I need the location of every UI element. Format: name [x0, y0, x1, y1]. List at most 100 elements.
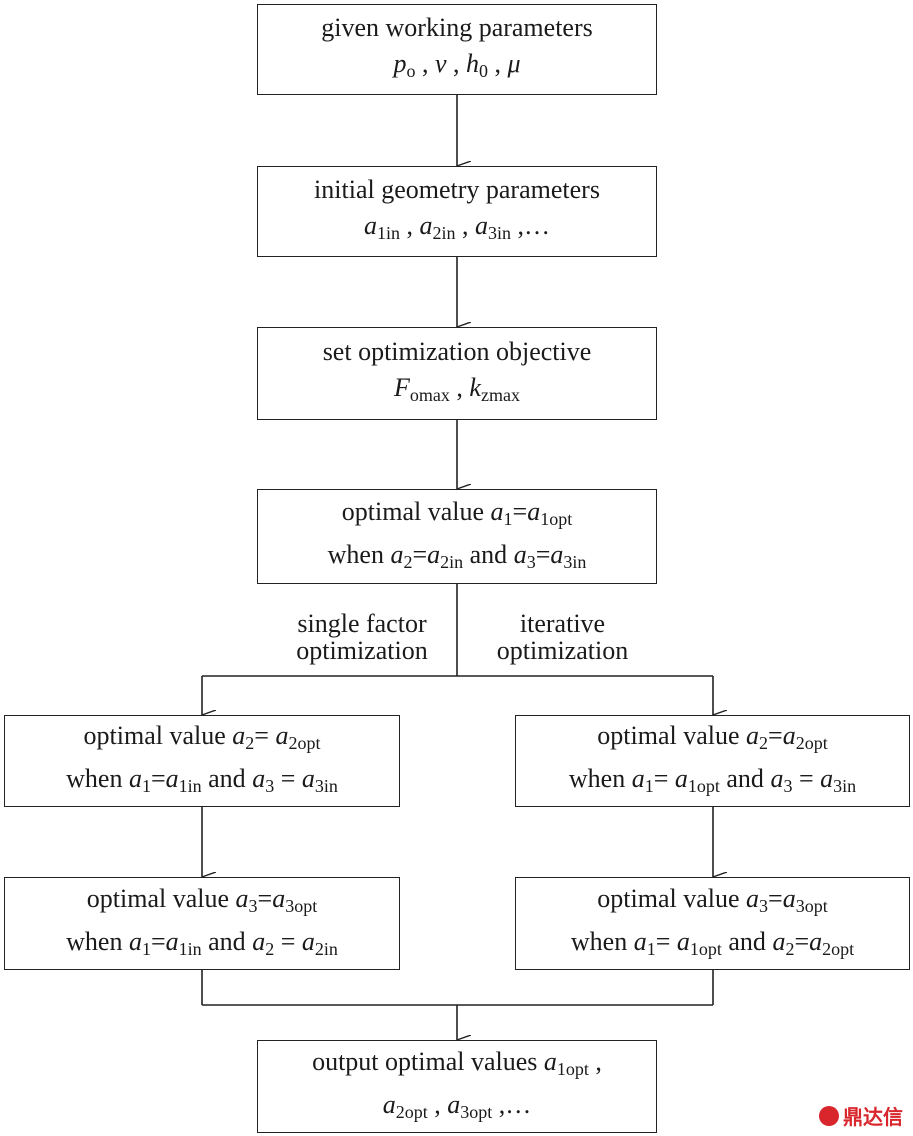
math-subscript: 2opt	[822, 938, 855, 959]
math-subscript: 1in	[178, 776, 202, 796]
math-variable: a	[252, 764, 266, 793]
math-variable: p	[393, 49, 407, 78]
math-variable: a	[543, 1046, 557, 1076]
node-params: po , v , h0 , μ	[393, 49, 521, 81]
math-variable: a	[676, 926, 690, 956]
math-subscript: 1in	[376, 223, 400, 243]
math-variable: a	[633, 926, 647, 956]
math-subscript: omax	[409, 385, 450, 405]
math-subscript: 1	[644, 776, 654, 796]
math-subscript: 3in	[488, 223, 512, 243]
math-subscript: 3	[248, 895, 258, 916]
math-subscript: 1opt	[689, 938, 722, 959]
math-subscript: 3	[526, 551, 536, 572]
math-variable: a	[809, 926, 823, 956]
node-line-2: when a2=a2in and a3=a3in	[327, 539, 587, 572]
node-title: initial geometry parameters	[314, 175, 600, 204]
branch-label-line-1: single factor	[297, 609, 427, 638]
node-line-1: optimal value a3=a3opt	[597, 883, 828, 916]
math-subscript: 2in	[314, 938, 338, 959]
node-given-parameters: given working parameters po , v , h0 , μ	[257, 4, 657, 95]
math-subscript: 3	[759, 895, 769, 916]
node-optimization-objective: set optimization objective Fomax , kzmax	[257, 327, 657, 420]
math-subscript: 3	[783, 776, 793, 796]
math-variable: a	[390, 539, 404, 569]
math-variable: a	[782, 883, 796, 913]
math-subscript: 2	[245, 733, 255, 753]
watermark: 鼎达信	[819, 1101, 903, 1130]
math-variable: a	[447, 1089, 461, 1119]
math-variable: a	[232, 721, 246, 750]
math-variable: a	[128, 764, 142, 793]
branch-label-single-factor: single factor optimization	[272, 610, 452, 664]
math-variable: a	[363, 211, 377, 240]
math-subscript: 2opt	[288, 733, 321, 753]
math-subscript: 3opt	[795, 895, 828, 916]
math-subscript: 0	[478, 61, 488, 81]
node-single-a2: optimal value a2= a2opt when a1=a1in and…	[4, 715, 400, 807]
node-line-2: when a1=a1in and a3 = a3in	[66, 764, 338, 796]
math-variable: a	[419, 211, 433, 240]
node-params: Fomax , kzmax	[394, 373, 520, 405]
math-variable: a	[674, 764, 688, 793]
node-line-1: optimal value a1=a1opt	[341, 496, 573, 529]
math-variable: a	[382, 1089, 396, 1119]
math-subscript: 3opt	[460, 1101, 493, 1122]
watermark-text: 鼎达信	[843, 1105, 903, 1129]
branch-label-line-2: optimization	[296, 636, 428, 665]
node-iterative-a3: optimal value a3=a3opt when a1= a1opt an…	[515, 877, 910, 970]
math-variable: a	[235, 883, 249, 913]
node-title: set optimization objective	[322, 337, 592, 366]
math-variable: a	[746, 883, 760, 913]
node-single-a3: optimal value a3=a3opt when a1=a1in and …	[4, 877, 400, 970]
math-subscript: 3in	[833, 776, 857, 796]
node-line-1: output optimal values a1opt ,	[312, 1046, 602, 1079]
math-subscript: 1	[141, 776, 151, 796]
math-variable: a	[746, 721, 760, 750]
math-subscript: 3in	[563, 551, 587, 572]
math-subscript: 1in	[178, 938, 202, 959]
node-line-2: when a1= a1opt and a3 = a3in	[568, 764, 857, 796]
math-variable: a	[427, 539, 441, 569]
math-subscript: 2	[785, 938, 795, 959]
node-line-2: a2opt , a3opt ,…	[382, 1089, 532, 1122]
math-variable: a	[631, 764, 645, 793]
math-variable: a	[165, 764, 179, 793]
math-variable: a	[301, 926, 315, 956]
math-variable: a	[782, 721, 796, 750]
node-title: given working parameters	[321, 13, 593, 42]
math-subscript: 1	[646, 938, 656, 959]
math-variable: a	[527, 496, 541, 526]
math-variable: k	[469, 373, 481, 402]
node-line-2: when a1=a1in and a2 = a2in	[66, 926, 338, 959]
math-subscript: 1opt	[687, 776, 720, 796]
math-variable: a	[475, 211, 488, 240]
math-variable: a	[275, 721, 289, 750]
branch-label-line-1: iterative	[519, 609, 606, 638]
math-subscript: 2	[403, 551, 413, 572]
math-subscript: 3	[265, 776, 275, 796]
math-subscript: o	[406, 61, 416, 81]
math-subscript: 2opt	[795, 733, 828, 753]
math-variable: a	[770, 764, 784, 793]
node-line-1: optimal value a3=a3opt	[86, 883, 318, 916]
node-line-1: optimal value a2= a2opt	[83, 721, 321, 753]
branch-label-iterative: iterative optimization	[470, 610, 655, 664]
math-variable: a	[550, 539, 564, 569]
math-variable: a	[128, 926, 142, 956]
math-subscript: 3opt	[285, 895, 318, 916]
math-subscript: 2	[265, 938, 275, 959]
math-variable: h	[465, 49, 479, 78]
math-variable: a	[165, 926, 179, 956]
watermark-logo-icon	[819, 1105, 839, 1126]
math-subscript: 2	[759, 733, 769, 753]
node-optimal-a1: optimal value a1=a1opt when a2=a2in and …	[257, 489, 657, 584]
math-variable: a	[513, 539, 527, 569]
branch-label-line-2: optimization	[496, 636, 629, 665]
math-variable: a	[772, 926, 786, 956]
math-subscript: 1opt	[556, 1058, 589, 1079]
math-subscript: 1	[503, 508, 513, 529]
math-subscript: zmax	[480, 385, 520, 405]
node-initial-geometry: initial geometry parameters a1in , a2in …	[257, 166, 657, 257]
